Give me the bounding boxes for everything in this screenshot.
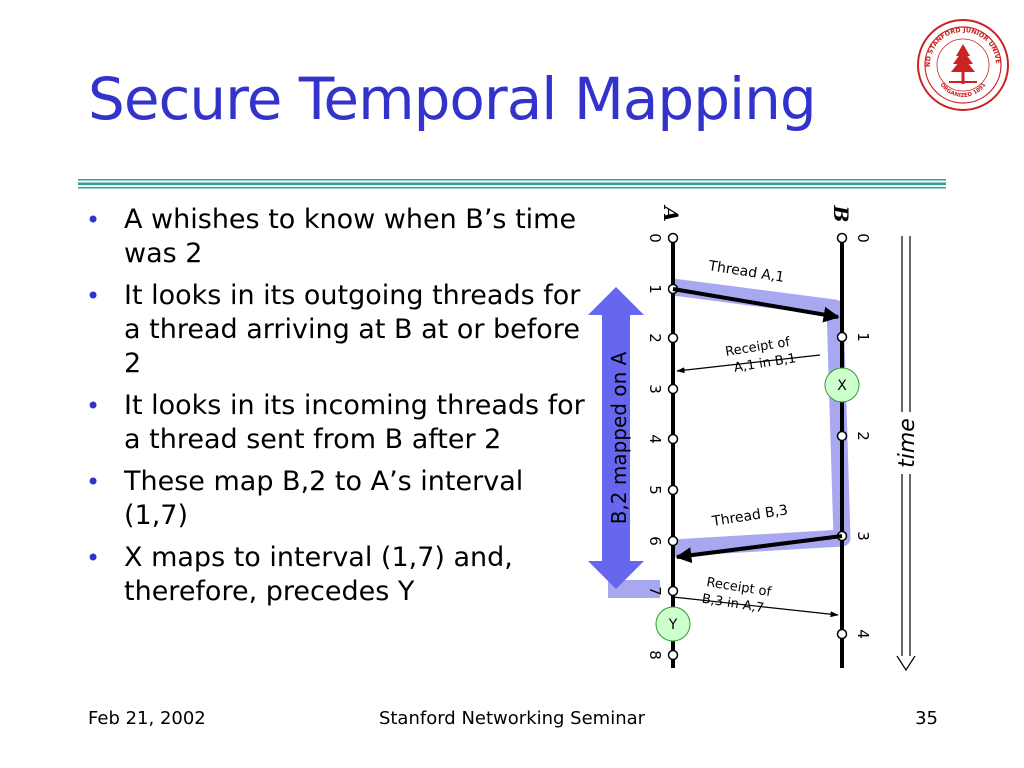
node-y-label: Y [668, 617, 678, 633]
a-tick-label: 3 [646, 384, 664, 394]
title-underline [78, 179, 946, 189]
redwood-tree-icon [949, 44, 977, 84]
bullet-item: • X maps to interval (1,7) and, therefore… [86, 541, 586, 609]
bullet-item: • It looks in its outgoing threads for a … [86, 279, 586, 381]
a-tick-label: 0 [646, 233, 664, 243]
bullet-text: X maps to interval (1,7) and, therefore,… [124, 542, 513, 607]
bullet-marker: • [86, 282, 101, 310]
thread-b3-label: Thread B,3 [710, 502, 789, 530]
a-tick-mark [667, 484, 679, 496]
slide-title: Secure Temporal Mapping [88, 65, 817, 133]
a-tick-label: 5 [646, 485, 664, 495]
time-label-backdrop [892, 412, 920, 474]
bullet-marker: • [86, 468, 101, 496]
receipt-a1-label: Receipt of A,1 in B,1 [724, 334, 798, 376]
a-tick-mark [667, 332, 679, 344]
b-tick-mark [836, 628, 848, 640]
time-label: time [895, 418, 920, 468]
node-y [655, 606, 691, 642]
a-tick-label: 1 [646, 284, 664, 294]
bullet-text: It looks in its outgoing threads for a t… [124, 280, 581, 379]
thread-a1-label: Thread A,1 [706, 258, 785, 286]
bullet-marker: • [86, 544, 101, 572]
a-tick-label: 2 [646, 333, 664, 343]
mapping-double-arrow [588, 287, 644, 589]
b-tick-mark [836, 232, 848, 244]
thread-b3-arrow [675, 534, 843, 564]
thread-a1-arrow [672, 287, 840, 323]
a-tick-label: 7 [646, 586, 664, 596]
a-tick-label: 8 [646, 650, 664, 660]
bullet-text: It looks in its incoming threads for a t… [124, 390, 585, 455]
receipt-a1-arrow [676, 354, 821, 374]
bullet-item: • These map B,2 to A’s interval (1,7) [86, 465, 586, 533]
receipt-b3-label: Receipt of B,3 in A,7 [701, 575, 776, 618]
bullet-marker: • [86, 206, 101, 234]
b-tick-label: 2 [854, 431, 872, 441]
node-x-label: X [837, 378, 847, 394]
a-tick-mark [667, 232, 679, 244]
b-tick-label: 3 [854, 531, 872, 541]
a-tick-mark [667, 535, 679, 547]
bullet-list: • A whishes to know when B’s time was 2 •… [86, 203, 586, 617]
b-tick-mark [836, 430, 848, 442]
a-tick-mark [667, 649, 679, 661]
a-tick-mark [667, 585, 679, 597]
a-tick-label: 6 [646, 536, 664, 546]
b-tick-label: 4 [854, 629, 872, 639]
time-axis-arrowhead [896, 655, 916, 672]
bullet-text: A whishes to know when B’s time was 2 [124, 204, 577, 269]
a-tick-mark [667, 433, 679, 445]
temporal-mapping-diagram: B,2 mapped on A A B 0 1 2 3 4 5 6 7 8 0 … [588, 204, 920, 672]
mapping-band-connector [608, 580, 660, 598]
mapping-band [671, 278, 851, 557]
a-tick-label: 4 [646, 434, 664, 444]
mapping-label: B,2 mapped on A [607, 351, 631, 524]
bullet-marker: • [86, 392, 101, 420]
footer-date: Feb 21, 2002 [88, 708, 206, 729]
a-ticks: 0 1 2 3 4 5 6 7 8 [646, 232, 679, 661]
b-tick-label: 0 [854, 233, 872, 243]
a-tick-mark [667, 383, 679, 395]
bullet-item: • A whishes to know when B’s time was 2 [86, 203, 586, 271]
timeline-a-label: A [659, 204, 683, 222]
stanford-seal-logo: LELAND STANFORD JUNIOR UNIVERSITY ORGANI… [916, 18, 1009, 111]
node-x [824, 367, 860, 403]
receipt-b3-arrow [672, 596, 839, 618]
footer-page-number: 35 [915, 708, 938, 729]
bullet-text: These map B,2 to A’s interval (1,7) [124, 466, 524, 531]
timeline-b-label: B [829, 205, 853, 223]
bullet-item: • It looks in its incoming threads for a … [86, 389, 586, 457]
footer-title: Stanford Networking Seminar [378, 708, 646, 729]
b-tick-mark [836, 331, 848, 343]
b-tick-label: 1 [854, 332, 872, 342]
